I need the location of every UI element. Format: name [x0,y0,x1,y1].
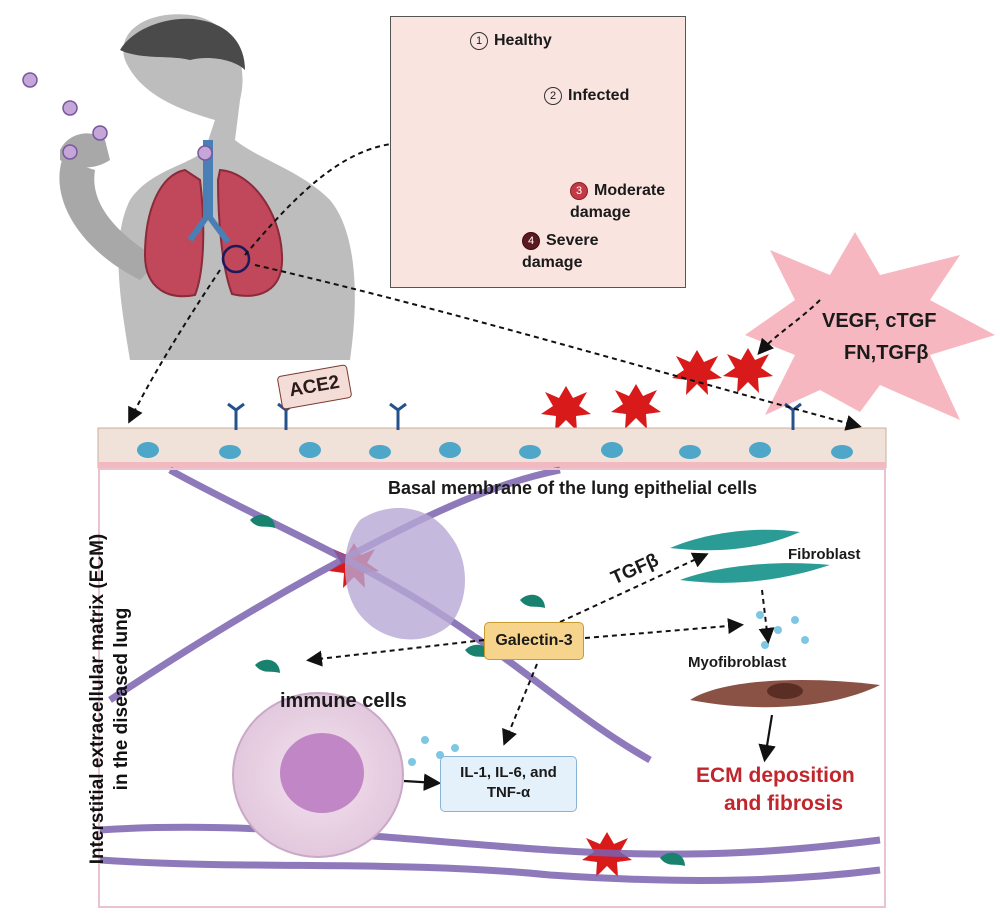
stage-number: 4 [522,231,540,250]
stage-number: 1 [470,32,488,50]
ecm-axis-label: Interstitial extracellular matrix (ECM) … [86,479,134,919]
cytokine-star-line2: FN,TGFβ [844,342,929,364]
interleukin-line1: IL-1, IL-6, and [460,764,557,781]
stage-label: Infected [568,87,630,105]
cytokine-star-shape [745,232,995,420]
stage-label: Severe damage [522,232,599,271]
ace2-receptors [227,402,802,430]
virus-particles-air [22,72,213,161]
ecm-panel [98,468,886,908]
fibroblast-label: Fibroblast [788,546,861,563]
stage-number: 2 [544,87,562,105]
myofibroblast-label: Myofibroblast [688,654,787,671]
fibroblast-art [670,529,880,708]
stage-label: Healthy [494,32,552,50]
epithelial-layer [97,427,887,470]
lungs [143,140,284,298]
stage-number: 3 [570,181,588,200]
ecm-axis-line1: Interstitial extracellular matrix (ECM) [87,533,108,865]
stage-label: Moderate damage [570,182,666,221]
interleukin-line2: TNF-α [486,784,531,801]
galectin-3-box: Galectin-3 [484,622,584,660]
galectin-molecules [250,514,685,866]
pathway-arrows [128,134,862,746]
immune-cell-art [232,508,465,858]
interleukin-box: IL-1, IL-6, and TNF-α [440,756,577,812]
stage-healthy: 1 Healthy [470,32,552,50]
cytokine-star-line1: VEGF, cTGF [822,310,937,332]
ecm-axis-line2: in the diseased lung [111,607,132,791]
outcome-line2: and fibrosis [724,792,844,815]
cytokine-dots [408,611,809,766]
outcome-line1: ECM deposition [696,764,855,787]
basal-membrane-label: Basal membrane of the lung epithelial ce… [388,478,758,498]
immune-cells-label: immune cells [280,690,407,712]
stage-infected: 2 Infected [544,87,629,105]
solid-arrows [403,714,776,791]
